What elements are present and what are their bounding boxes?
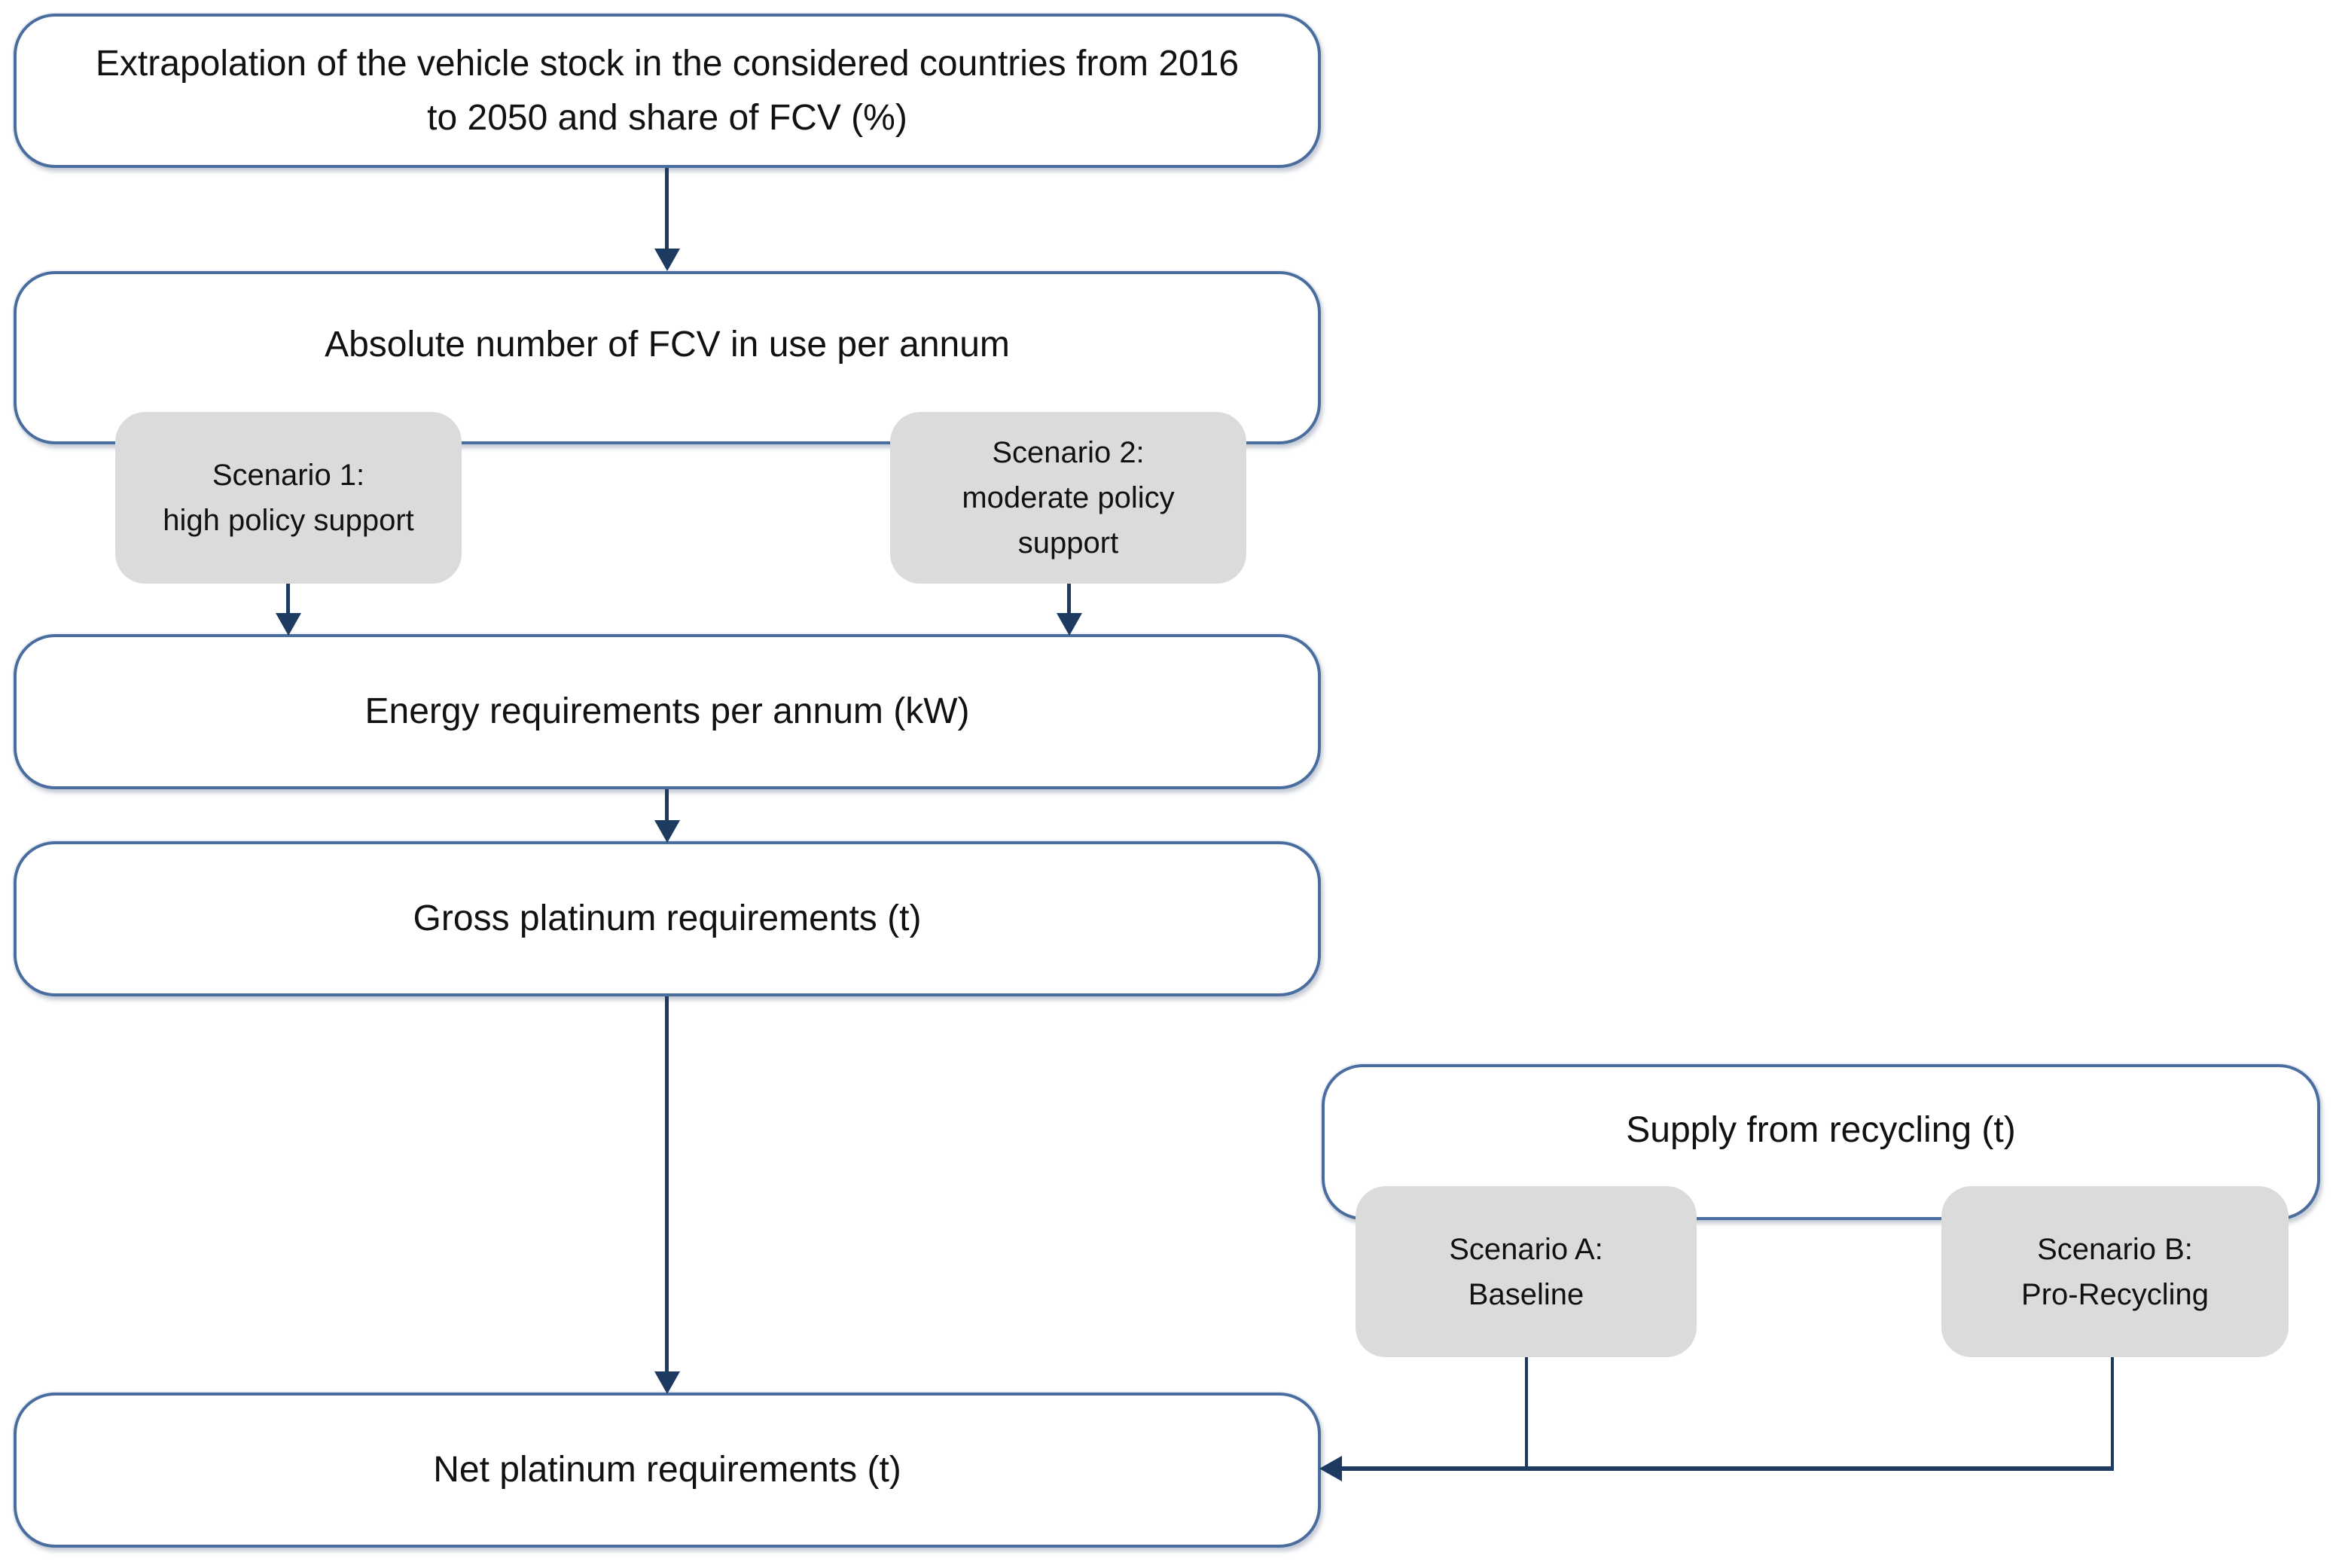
node-extrapolation-box: Extrapolation of the vehicle stock in th… [14, 14, 1321, 168]
node-scenario2-label: Scenario 2: moderate policy support [962, 436, 1175, 560]
node-supply-label: Supply from recycling (t) [1626, 1110, 2016, 1150]
connector-gross-to-net-arrowhead-icon [654, 1371, 680, 1394]
connector-scenario2-to-energy-line [1067, 584, 1071, 615]
connector-scenario2-to-energy-arrowhead-icon [1057, 613, 1082, 636]
connector-recycling-to-net-line [1340, 1466, 2114, 1471]
connector-energy-to-gross-line [665, 789, 669, 822]
connector-recycling-to-net-arrowhead-icon [1319, 1456, 1342, 1481]
node-scenarioA-box: Scenario A: Baseline [1356, 1186, 1697, 1357]
connector-scenario1-to-energy-arrowhead-icon [276, 613, 301, 636]
node-gross-box: Gross platinum requirements (t) [14, 841, 1321, 996]
node-energy-box: Energy requirements per annum (kW) [14, 634, 1321, 789]
node-scenario1-box: Scenario 1: high policy support [115, 412, 462, 584]
node-scenarioB-label: Scenario B: Pro-Recycling [2021, 1232, 2209, 1311]
node-scenarioB-box: Scenario B: Pro-Recycling [1941, 1186, 2289, 1357]
node-energy-label: Energy requirements per annum (kW) [364, 691, 970, 731]
node-scenarioA-label: Scenario A: Baseline [1449, 1232, 1603, 1311]
node-gross-label: Gross platinum requirements (t) [413, 898, 922, 938]
node-net-box: Net platinum requirements (t) [14, 1393, 1321, 1548]
node-absolute-number-label: Absolute number of FCV in use per annum [325, 325, 1010, 365]
connector-scenario1-to-energy-line [286, 584, 290, 615]
connector-scenarioB-drop-line [2111, 1356, 2114, 1471]
node-scenario2-box: Scenario 2: moderate policy support [890, 412, 1246, 584]
node-extrapolation-label: Extrapolation of the vehicle stock in th… [95, 43, 1240, 138]
node-net-label: Net platinum requirements (t) [433, 1450, 901, 1490]
connector-extrapolation-to-absolute-arrowhead-icon [654, 249, 680, 271]
connector-scenarioA-drop-line [1525, 1357, 1528, 1469]
node-scenario1-label: Scenario 1: high policy support [163, 459, 414, 537]
connector-energy-to-gross-arrowhead-icon [654, 820, 680, 843]
connector-gross-to-net-line [665, 996, 669, 1373]
connector-extrapolation-to-absolute-line [665, 168, 669, 251]
